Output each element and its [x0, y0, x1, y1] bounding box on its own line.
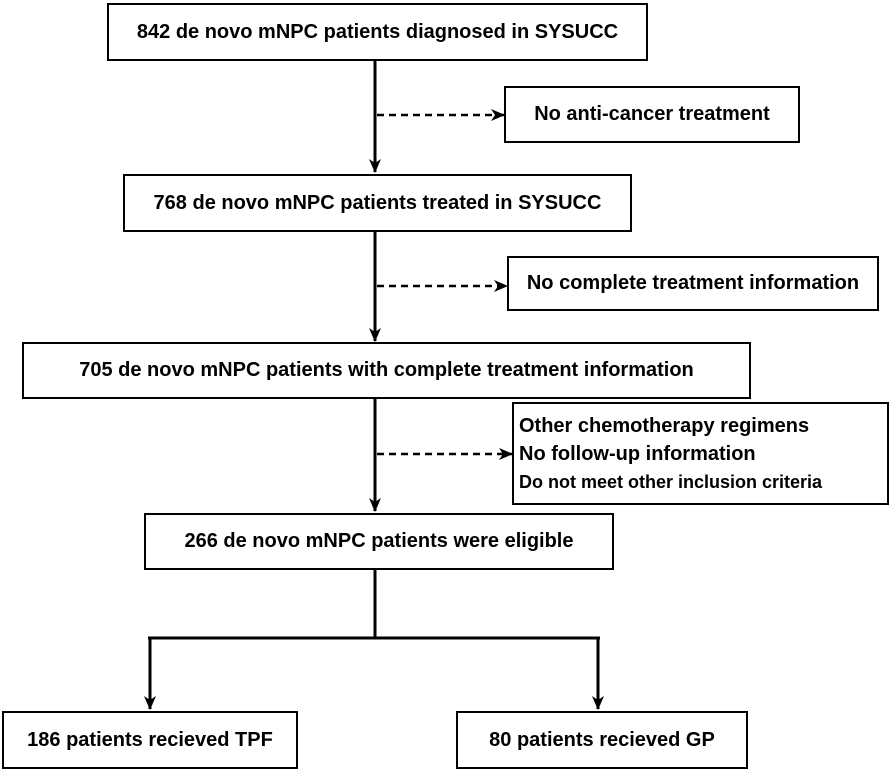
other-exclusions-box: Other chemotherapy regimens No follow-up…: [512, 402, 889, 505]
incomplete-info-box: No complete treatment information: [507, 256, 879, 311]
exclusion-reason-other-regimens: Other chemotherapy regimens: [519, 414, 810, 437]
diagnosed-box: 842 de novo mNPC patients diagnosed in S…: [107, 3, 648, 61]
gp-group-box: 80 patients recieved GP: [456, 711, 748, 769]
tpf-group-box: 186 patients recieved TPF: [2, 711, 298, 769]
exclusion-reason-other-criteria: Do not meet other inclusion criteria: [519, 471, 823, 492]
treated-box: 768 de novo mNPC patients treated in SYS…: [123, 174, 632, 232]
complete-info-box: 705 de novo mNPC patients with complete …: [22, 342, 751, 399]
exclusion-reason-no-follow-up: No follow-up information: [519, 442, 756, 465]
no-treatment-box: No anti-cancer treatment: [504, 86, 800, 143]
eligible-box: 266 de novo mNPC patients were eligible: [144, 513, 614, 570]
